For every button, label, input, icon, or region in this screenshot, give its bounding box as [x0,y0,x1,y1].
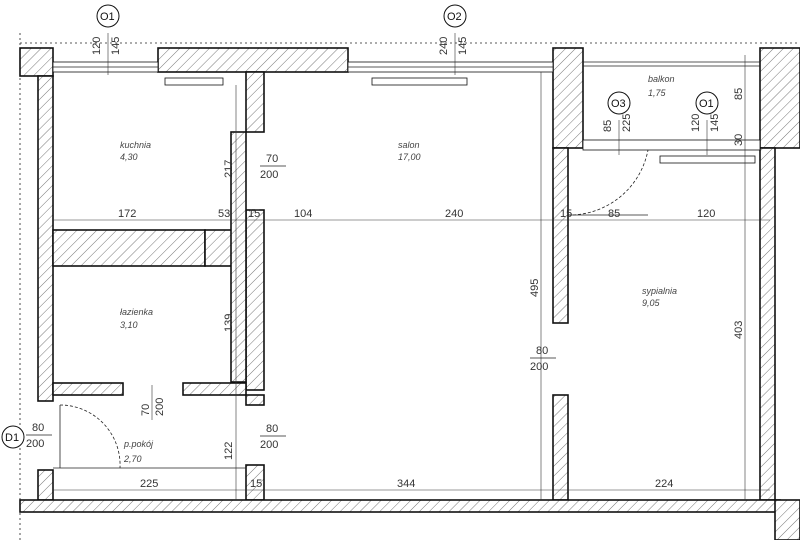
dim-30: 30 [733,134,745,146]
dim-104: 104 [294,208,312,220]
dim-85: 85 [608,208,620,220]
room-area-balkon: 1,75 [648,88,667,98]
door-swings [53,149,649,469]
opening-o1-right-height: 145 [709,114,721,132]
tag-o1-right: O1 [695,91,719,115]
tag-d1: D1 [1,425,25,449]
radiator [371,77,468,86]
door-salon-right-height: 200 [530,361,548,373]
dim-495: 495 [529,279,541,297]
tag-o1-top: O1 [96,4,120,28]
radiator [164,77,224,86]
door-hall-width: 80 [266,423,278,435]
door-bath-height: 200 [154,398,166,416]
dim-53: 53 [218,208,230,220]
dim-139: 139 [223,314,235,332]
tag-o3: O3 [607,91,631,115]
door-salon-right-width: 80 [536,345,548,357]
opening-o1-top-width: 120 [91,37,103,55]
opening-o1-right-width: 120 [690,114,702,132]
room-name-kuchnia: kuchnia [120,140,151,150]
room-name-balkon: balkon [648,74,675,84]
dim-225: 225 [140,478,158,490]
dim-172: 172 [118,208,136,220]
door-kitchen-width: 70 [266,153,278,165]
dim-122: 122 [223,442,235,460]
opening-o2-top-height: 145 [457,37,469,55]
dim-224: 224 [655,478,673,490]
room-area-salon: 17,00 [398,152,421,162]
tag-label: O1 [699,98,714,110]
opening-o3-height: 225 [621,114,633,132]
door-hall-height: 200 [260,439,278,451]
dim-15a: 15 [248,208,260,220]
windows [52,61,761,164]
room-name-lazienka: łazienka [120,307,153,317]
room-area-ppokoj: 2,70 [123,454,142,464]
opening-o3-width: 85 [602,120,614,132]
walls [19,47,800,540]
tag-label: O2 [447,11,462,23]
door-d1-width: 80 [32,422,44,434]
opening-o1-top-height: 145 [110,37,122,55]
room-area-kuchnia: 4,30 [120,152,138,162]
room-name-sypialnia: sypialnia [642,286,677,296]
door-d1-height: 200 [26,438,44,450]
dim-240: 240 [445,208,463,220]
dim-403: 403 [733,321,745,339]
room-name-salon: salon [398,140,420,150]
dim-15b: 15 [560,208,572,220]
dim-15c: 15 [250,478,262,490]
dim-217: 217 [223,160,235,178]
room-name-ppokoj: p.pokój [123,439,154,449]
tag-label: D1 [5,432,19,444]
room-area-lazienka: 3,10 [120,320,138,330]
door-kitchen-height: 200 [260,169,278,181]
room-area-sypialnia: 9,05 [642,298,661,308]
tag-o2-top: O2 [443,4,467,28]
tag-label: O1 [100,11,115,23]
door-bath-width: 70 [140,404,152,416]
tag-label: O3 [611,98,626,110]
dimension-lines [53,33,770,500]
opening-o2-top-width: 240 [438,37,450,55]
dim-120: 120 [697,208,715,220]
dim-85-balkon: 85 [733,88,745,100]
dim-344: 344 [397,478,415,490]
radiator [659,155,756,164]
